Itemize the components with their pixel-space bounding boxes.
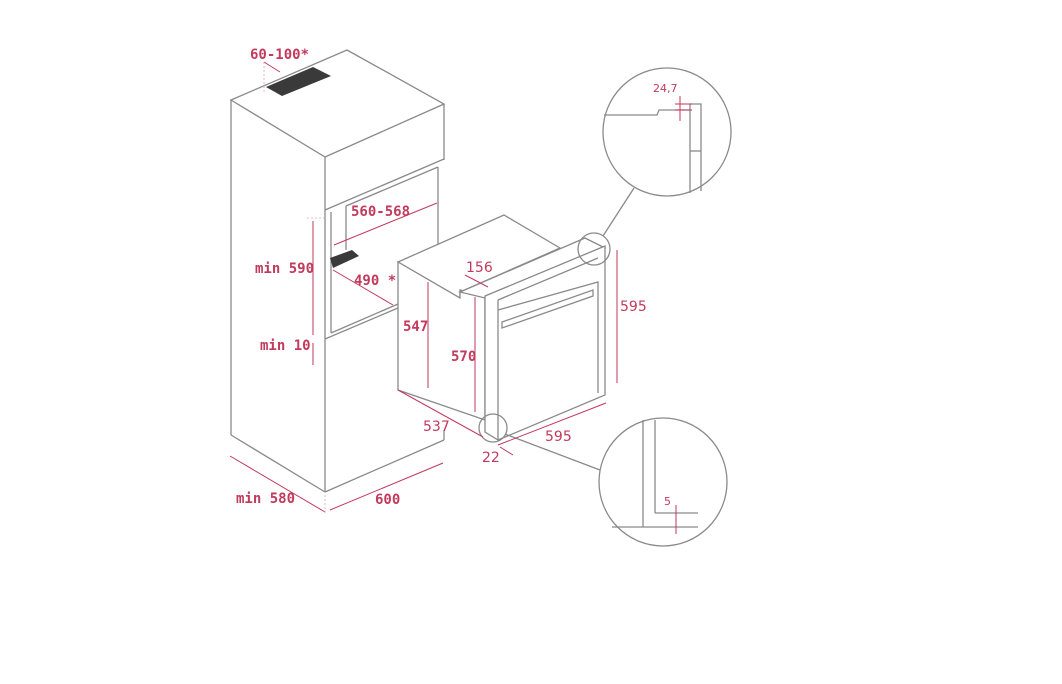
oven-front-thickness-label: 22 bbox=[482, 450, 500, 466]
cabinet-top bbox=[229, 49, 446, 158]
detail-top: 24,7 bbox=[577, 67, 732, 266]
cabinet-width-label: 600 bbox=[375, 492, 400, 508]
oven-body-height-label: 547 bbox=[403, 319, 428, 335]
oven-front-height-label: 595 bbox=[620, 299, 647, 315]
oven-top-recess-label: 156 bbox=[466, 260, 493, 276]
detail-top-label: 24,7 bbox=[653, 82, 678, 95]
detail-bottom: 5 bbox=[478, 413, 728, 547]
cabinet-niche bbox=[324, 158, 445, 340]
dimension-lines: 60-100* 560-568 min 590 490 * min 10 min… bbox=[229, 47, 647, 515]
cabinet-depth-label: min 580 bbox=[236, 491, 295, 507]
niche-height-label: min 590 bbox=[255, 261, 314, 277]
oven-depth-label: 537 bbox=[423, 419, 450, 435]
niche-vent bbox=[330, 250, 359, 268]
oven-front-width-label: 595 bbox=[545, 429, 572, 445]
tall-cabinet bbox=[229, 49, 446, 493]
niche-depth-label: 490 * bbox=[354, 273, 396, 289]
detail-bottom-label: 5 bbox=[664, 495, 671, 508]
ventilation-opening bbox=[266, 67, 331, 96]
oven-inner-height-label: 570 bbox=[451, 349, 476, 365]
vent-gap-label: 60-100* bbox=[250, 47, 309, 63]
niche-width-label: 560-568 bbox=[351, 204, 410, 220]
oven-door-handle bbox=[501, 289, 594, 329]
bottom-gap-label: min 10 bbox=[260, 338, 311, 354]
oven bbox=[396, 214, 607, 441]
